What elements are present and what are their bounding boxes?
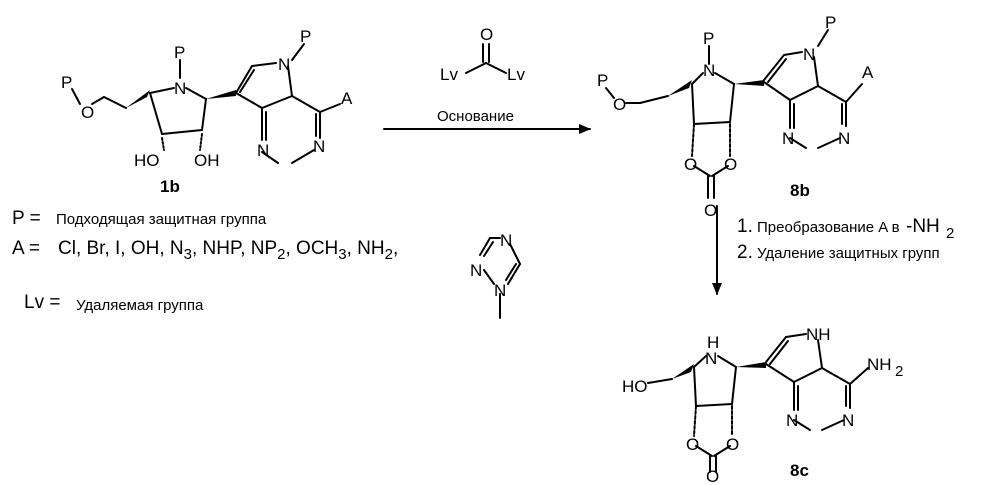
- atom-o-carbonyl-8b: O: [704, 201, 717, 220]
- atom-n-8b: N: [703, 61, 715, 80]
- legend-a-sub-4: 2: [385, 246, 393, 263]
- compound-label-8b: 8b: [790, 181, 810, 200]
- compound-1b: P O P N P N A N N HO OH 1b: [61, 27, 353, 196]
- atom-n2-8c: N: [786, 411, 798, 430]
- step-2-text: Удаление защитных групп: [757, 245, 940, 262]
- reagent-lv-left: Lv: [440, 65, 458, 84]
- step-2-number: 2.: [737, 242, 753, 263]
- atom-n2-1b: N: [257, 141, 269, 160]
- arrow-1-condition: Основание: [437, 108, 514, 125]
- atom-o-carbonyl-8c: O: [706, 467, 719, 485]
- atom-o-1b: O: [81, 103, 94, 122]
- compound-label-1b: 1b: [160, 177, 180, 196]
- atom-p-pyrrole-1b: P: [300, 27, 311, 46]
- compound-8c: HO H N NH NH 2 N N O O O 8c: [622, 325, 903, 485]
- atom-o-right-8b: O: [724, 155, 737, 174]
- atom-n-pyrrole-1b: N: [278, 55, 290, 74]
- step-1-text: Преобразование A в: [757, 219, 900, 236]
- legend-a-part-2: , NHP, NP: [192, 238, 277, 259]
- triazole-n1: N: [500, 231, 512, 250]
- atom-o-left-8c: O: [686, 435, 699, 454]
- atom-n1-8c: N: [842, 411, 854, 430]
- atom-nh-pyrrole-8c: NH: [806, 325, 831, 344]
- atom-ho-8c: HO: [622, 377, 648, 396]
- atom-p-o-8b: P: [597, 71, 608, 90]
- legend-a-part-5: ,: [393, 238, 398, 259]
- atom-o-left-8b: O: [684, 155, 697, 174]
- legend-p-text: Подходящая защитная группа: [56, 211, 267, 228]
- atom-n2-8b: N: [782, 129, 794, 148]
- legend-a-symbol: A =: [12, 238, 40, 259]
- legend-a-sub-2: 2: [277, 246, 285, 263]
- atom-n-ring-8c: N: [705, 349, 717, 368]
- triazole-n2: N: [470, 261, 482, 280]
- legend-lv-symbol: Lv =: [24, 292, 60, 313]
- step-1-group-sub: 2: [946, 225, 954, 242]
- atom-p-o-1b: P: [61, 73, 72, 92]
- atom-ho-1b: HO: [134, 151, 160, 170]
- reagent-o: O: [480, 25, 493, 44]
- atom-n-pyrrole-8b: N: [803, 45, 815, 64]
- atom-o-8b: O: [613, 95, 626, 114]
- atom-p-n-8b: P: [703, 29, 714, 48]
- step-1-number: 1.: [737, 216, 753, 237]
- legend-a-sub-1: 3: [184, 246, 192, 263]
- reagent-lv-right: Lv: [507, 65, 525, 84]
- compound-8b: P O P N P N A N N O O O 8b: [597, 13, 874, 220]
- atom-a-1b: A: [341, 89, 353, 108]
- atom-oh-1b: OH: [194, 151, 220, 170]
- legend-a-part-1: Cl, Br, I, OH, N: [58, 238, 184, 259]
- legend-a-sub-3: 3: [338, 246, 346, 263]
- atom-p-n-1b: P: [174, 43, 185, 62]
- legend-a-part-3: , OCH: [286, 238, 339, 259]
- legend: P = Подходящая защитная группа A = Cl, B…: [12, 208, 520, 318]
- legend-lv-text: Удаляемая группа: [76, 297, 204, 314]
- atom-nh2-8c: NH: [867, 355, 892, 374]
- atom-p-pyrrole-8b: P: [825, 13, 836, 32]
- atom-nh2-sub-8c: 2: [895, 363, 903, 380]
- reagent-lv-co-lv: O Lv Lv: [440, 25, 525, 84]
- atom-o-right-8c: O: [726, 435, 739, 454]
- atom-n1-1b: N: [313, 137, 325, 156]
- legend-p-symbol: P =: [12, 208, 41, 229]
- atom-n-1b: N: [174, 79, 186, 98]
- compound-label-8c: 8c: [790, 461, 809, 480]
- triazole-structure: N N N: [470, 231, 520, 318]
- legend-a-part-4: , NH: [347, 238, 385, 259]
- atom-a-8b: A: [862, 63, 874, 82]
- triazole-n3: N: [494, 281, 506, 300]
- step-1-group: -NH: [906, 216, 940, 237]
- legend-a-list: Cl, Br, I, OH, N3, NHP, NP2, OCH3, NH2,: [58, 238, 398, 263]
- atom-n1-8b: N: [838, 129, 850, 148]
